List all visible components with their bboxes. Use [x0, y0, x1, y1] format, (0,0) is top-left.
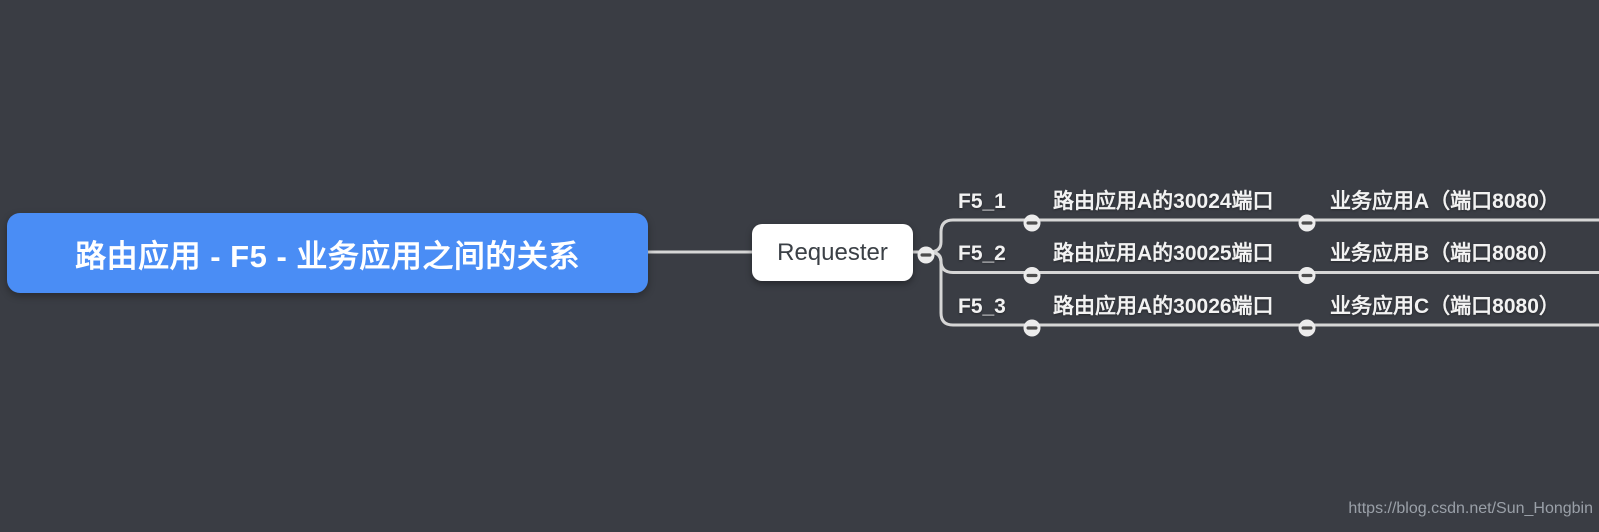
root-topic-label: 路由应用 - F5 - 业务应用之间的关系 — [75, 238, 580, 274]
topic-app-3[interactable]: 业务应用C（端口8080） — [1330, 295, 1560, 318]
collapse-button-f5-2[interactable] — [1023, 267, 1041, 284]
collapse-button-route-3[interactable] — [1298, 319, 1316, 337]
collapse-button-route-1[interactable] — [1298, 214, 1316, 232]
connector-branch-f5-1 — [927, 218, 1599, 254]
collapse-button-requester[interactable] — [917, 246, 935, 264]
minus-icon — [1026, 326, 1038, 330]
minus-icon — [1301, 326, 1313, 330]
minus-icon — [1301, 221, 1313, 225]
topic-app-2[interactable]: 业务应用B（端口8080） — [1330, 242, 1560, 265]
requester-topic-node[interactable]: Requester — [752, 224, 913, 281]
topic-f5-1[interactable]: F5_1 — [958, 190, 1006, 213]
watermark-url: https://blog.csdn.net/Sun_Hongbin — [1348, 500, 1593, 517]
minus-icon — [1026, 273, 1038, 278]
minus-icon — [920, 253, 932, 257]
topic-app-1[interactable]: 业务应用A（端口8080） — [1330, 190, 1560, 213]
root-topic-node[interactable]: 路由应用 - F5 - 业务应用之间的关系 — [7, 213, 648, 293]
collapse-button-route-2[interactable] — [1298, 267, 1316, 284]
collapse-button-f5-1[interactable] — [1023, 214, 1041, 232]
collapse-buttons — [917, 214, 1316, 337]
topic-route-1[interactable]: 路由应用A的30024端口 — [1053, 190, 1274, 213]
requester-topic-label: Requester — [777, 238, 888, 266]
topic-route-2[interactable]: 路由应用A的30025端口 — [1053, 242, 1274, 265]
collapse-button-f5-3[interactable] — [1023, 319, 1041, 337]
minus-icon — [1301, 273, 1313, 278]
topic-f5-2[interactable]: F5_2 — [958, 242, 1006, 265]
topic-route-3[interactable]: 路由应用A的30026端口 — [1053, 295, 1274, 318]
connector-branch-f5-3 — [927, 250, 1599, 327]
topic-f5-3[interactable]: F5_3 — [958, 295, 1006, 318]
minus-icon — [1026, 221, 1038, 225]
